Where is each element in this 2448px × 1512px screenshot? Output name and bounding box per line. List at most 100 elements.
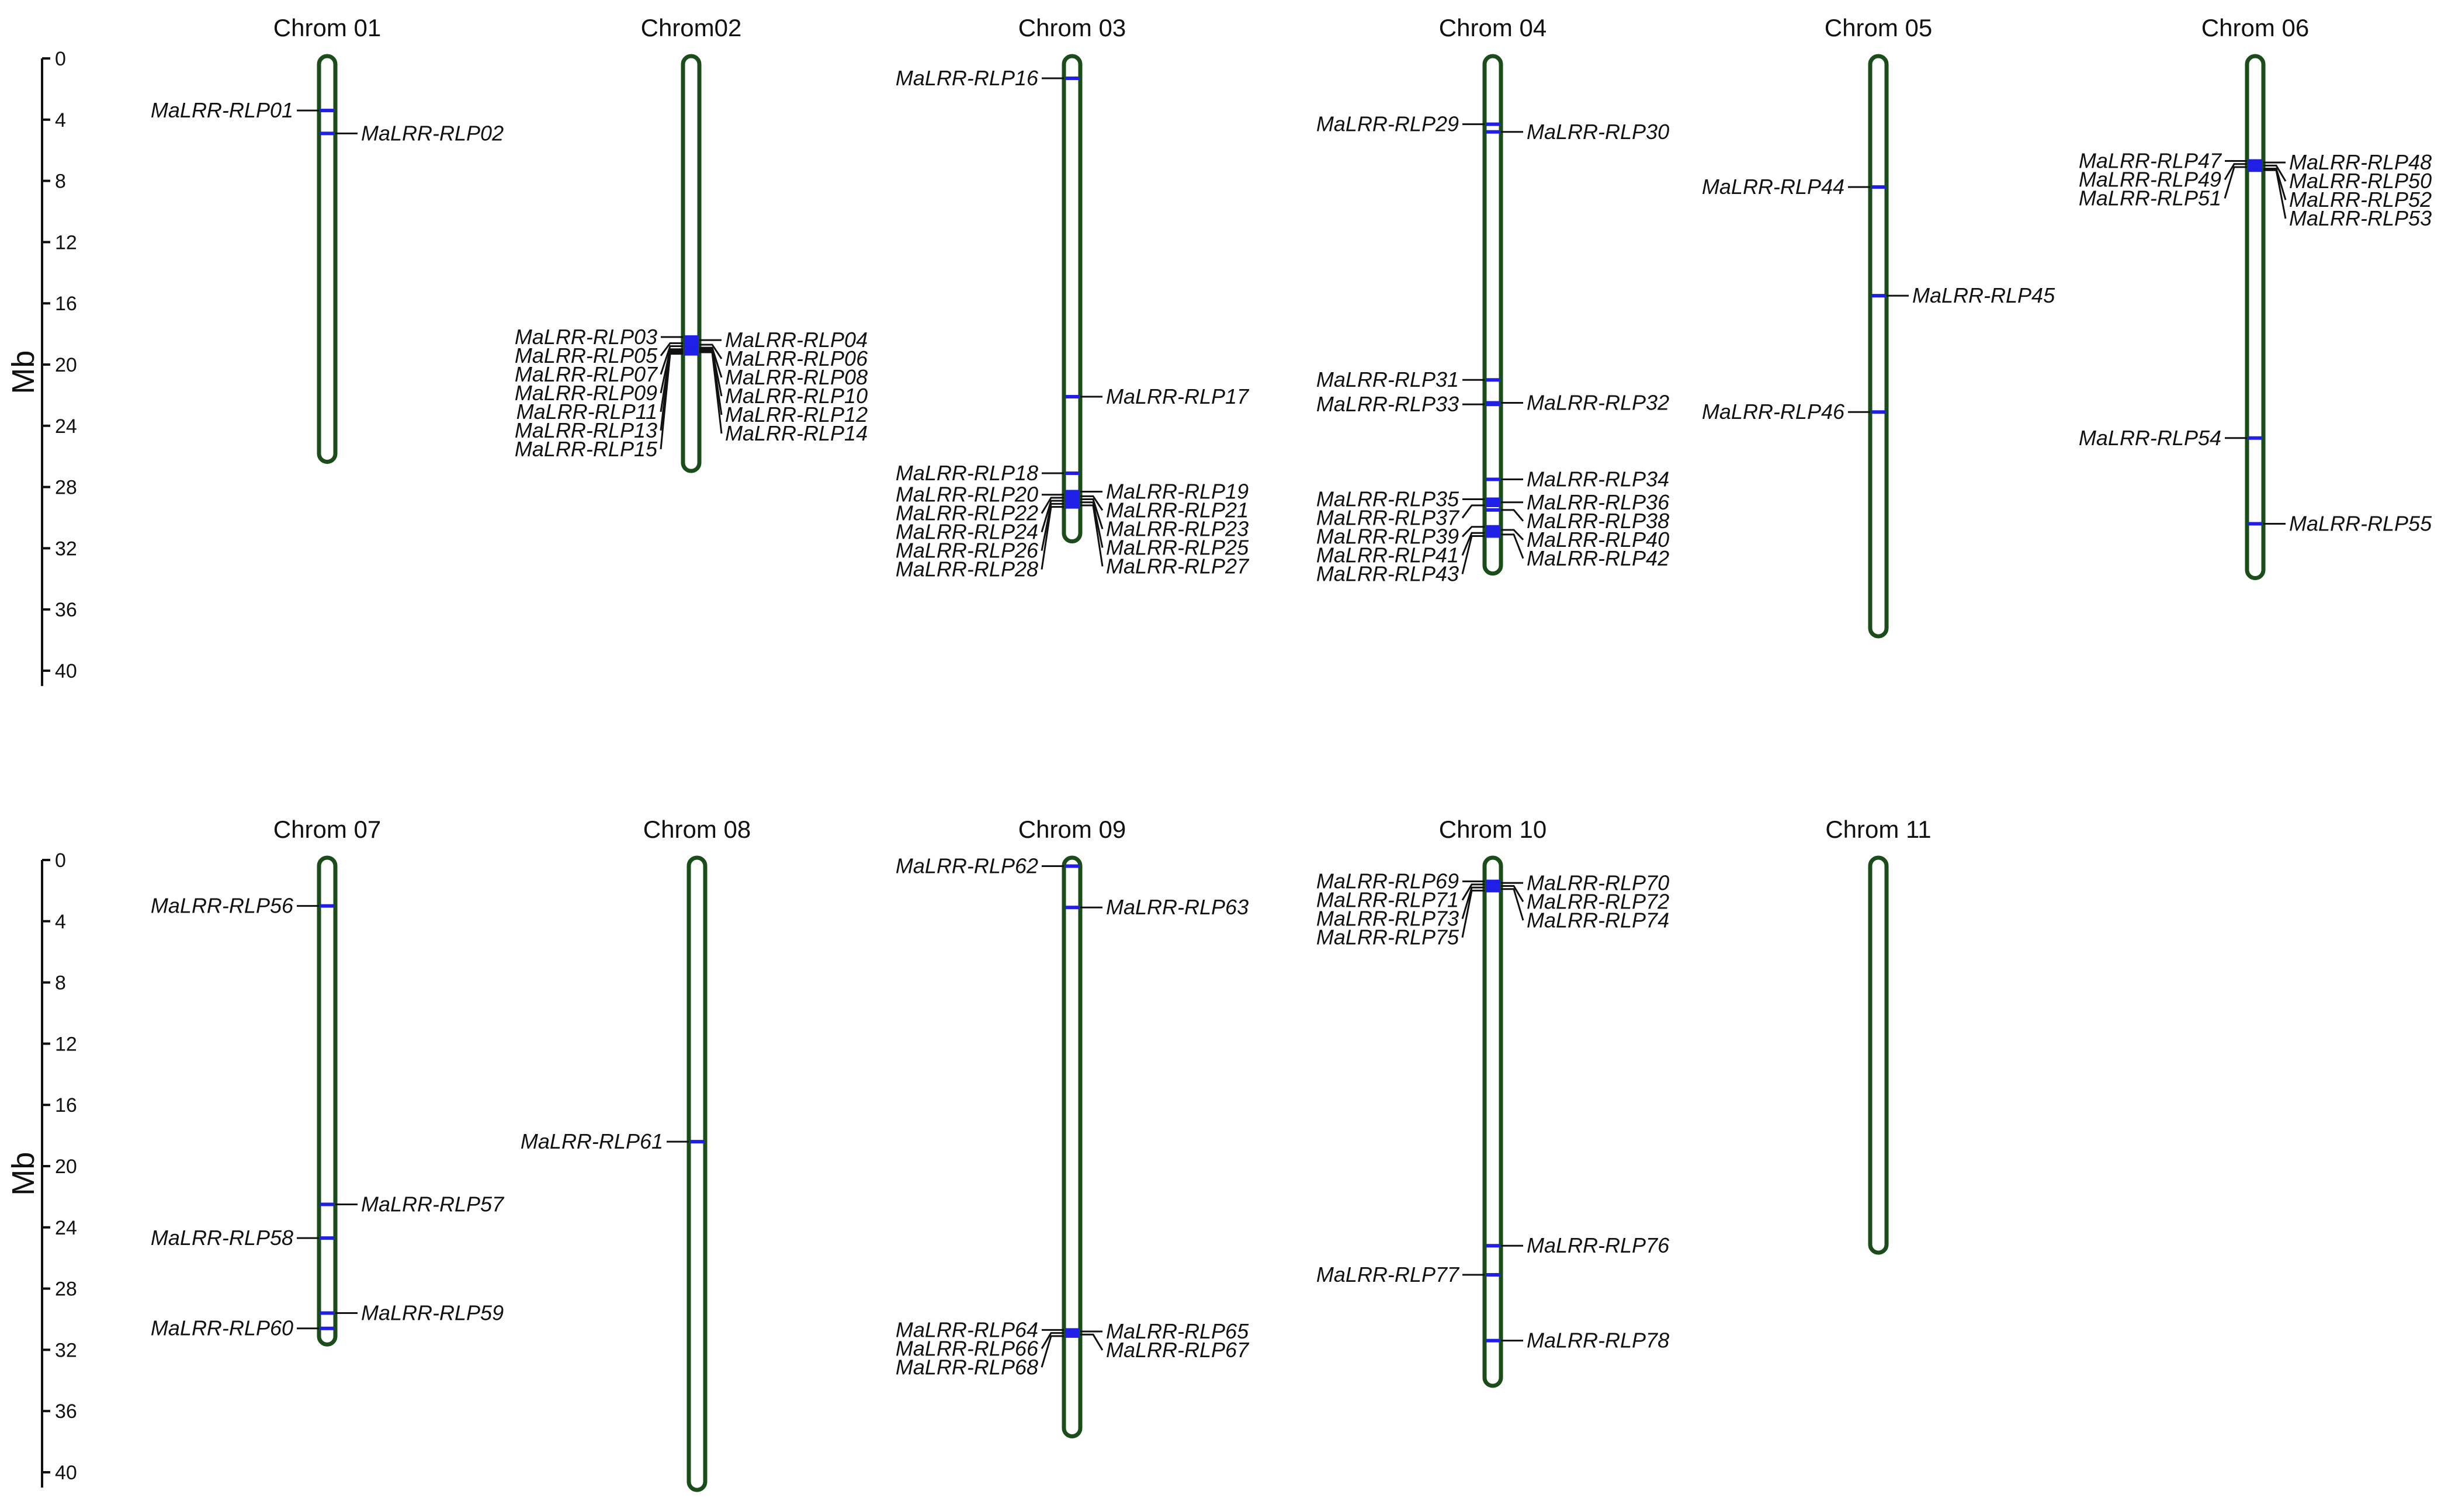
chromosome-chrom05: Chrom 05MaLRR-RLP44MaLRR-RLP46MaLRR-RLP4…	[1702, 14, 2055, 639]
gene-leader	[699, 349, 723, 415]
chromosome-chrom10: Chrom 10MaLRR-RLP69MaLRR-RLP71MaLRR-RLP7…	[1316, 816, 1670, 1388]
gene-label: MaLRR-RLP23	[1106, 516, 1249, 540]
gene-leader	[660, 342, 683, 356]
chromosome-title: Chrom02	[641, 14, 742, 41]
chromosome-body	[1868, 54, 1889, 639]
gene-label: MaLRR-RLP13	[515, 418, 657, 442]
gene-label: MaLRR-RLP03	[515, 325, 657, 349]
gene-label: MaLRR-RLP48	[2289, 150, 2432, 174]
axis-tick-label: 8	[55, 171, 66, 193]
chromosome-chrom11: Chrom 11	[1825, 816, 1932, 1255]
gene-label: MaLRR-RLP29	[1316, 112, 1459, 136]
gene-leader	[1041, 1335, 1064, 1368]
gene-leader	[1501, 885, 1524, 903]
gene-label: MaLRR-RLP36	[1527, 490, 1670, 514]
gene-label: MaLRR-RLP54	[2079, 426, 2221, 450]
gene-label: MaLRR-RLP15	[515, 437, 658, 461]
chromosome-body	[681, 54, 702, 473]
gene-label: MaLRR-RLP52	[2289, 188, 2432, 211]
gene-label: MaLRR-RLP65	[1106, 1319, 1249, 1343]
gene-label: MaLRR-RLP30	[1527, 120, 1669, 144]
gene-label: MaLRR-RLP45	[1912, 283, 2055, 307]
gene-label: MaLRR-RLP20	[896, 483, 1038, 507]
gene-leader	[1080, 498, 1104, 529]
gene-label: MaLRR-RLP14	[725, 421, 868, 445]
axis-tick-label: 40	[55, 1462, 77, 1484]
gene-label: MaLRR-RLP02	[361, 121, 504, 145]
axis-tick-label: 20	[55, 1156, 77, 1178]
axes-layer: 0481216202428323640Mb0481216202428323640…	[6, 48, 77, 1488]
gene-label: MaLRR-RLP67	[1106, 1338, 1250, 1362]
chromosome-body	[686, 855, 708, 1492]
gene-label: MaLRR-RLP06	[725, 346, 868, 370]
gene-leader	[1501, 509, 1524, 522]
gene-label: MaLRR-RLP77	[1316, 1263, 1460, 1286]
gene-label: MaLRR-RLP53	[2289, 206, 2432, 230]
gene-label: MaLRR-RLP21	[1106, 498, 1249, 522]
gene-label: MaLRR-RLP38	[1527, 509, 1669, 533]
gene-label: MaLRR-RLP39	[1316, 525, 1459, 549]
chromosome-title: Chrom 09	[1018, 816, 1126, 843]
axis-tick-label: 32	[55, 1339, 77, 1361]
gene-leader	[699, 348, 723, 397]
gene-label: MaLRR-RLP55	[2289, 511, 2432, 535]
chromosome-chrom03: Chrom 03MaLRR-RLP16MaLRR-RLP18MaLRR-RLP2…	[896, 14, 1250, 581]
gene-label: MaLRR-RLP56	[151, 894, 294, 918]
gene-leader	[1461, 883, 1485, 901]
gene-leader	[2263, 164, 2287, 182]
chromosome-chrom09: Chrom 09MaLRR-RLP62MaLRR-RLP64MaLRR-RLP6…	[896, 816, 1250, 1438]
gene-leader	[1041, 502, 1064, 551]
gene-leader	[1080, 504, 1104, 567]
gene-label: MaLRR-RLP75	[1316, 925, 1459, 949]
gene-label: MaLRR-RLP08	[725, 365, 868, 389]
gene-label: MaLRR-RLP24	[896, 520, 1038, 544]
gene-label: MaLRR-RLP01	[151, 98, 293, 122]
gene-label: MaLRR-RLP62	[896, 854, 1038, 878]
gene-label: MaLRR-RLP33	[1316, 392, 1459, 416]
gene-label: MaLRR-RLP32	[1527, 391, 1669, 415]
gene-label: MaLRR-RLP68	[896, 1355, 1038, 1379]
gene-label: MaLRR-RLP72	[1527, 889, 1669, 913]
gene-label: MaLRR-RLP76	[1527, 1233, 1670, 1257]
axis-title: Mb	[6, 1152, 41, 1196]
gene-leader	[699, 344, 723, 359]
chromosome-chrom07: Chrom 07MaLRR-RLP56MaLRR-RLP58MaLRR-RLP6…	[151, 816, 505, 1347]
gene-label: MaLRR-RLP71	[1316, 888, 1459, 912]
gene-label: MaLRR-RLP63	[1106, 895, 1249, 919]
axis-tick-label: 16	[55, 1094, 77, 1116]
gene-label: MaLRR-RLP31	[1316, 367, 1459, 391]
chromosome-body	[317, 855, 338, 1347]
gene-label: MaLRR-RLP44	[1702, 175, 1844, 199]
gene-leader	[660, 348, 683, 394]
chromosome-body	[1482, 54, 1503, 576]
chromosome-title: Chrom 08	[643, 816, 751, 843]
chromosome-title: Chrom 04	[1439, 14, 1547, 41]
chromosome-title: Chrom 06	[2201, 14, 2309, 41]
gene-label: MaLRR-RLP11	[516, 400, 657, 424]
gene-label: MaLRR-RLP12	[725, 403, 868, 426]
chromosome-body	[317, 54, 338, 464]
gene-leader	[2224, 163, 2247, 181]
axis-tick-label: 12	[55, 231, 77, 254]
gene-label: MaLRR-RLP18	[896, 461, 1038, 485]
gene-label: MaLRR-RLP26	[896, 539, 1039, 563]
axis-tick-label: 24	[55, 1217, 77, 1239]
axis-tick-label: 4	[55, 911, 66, 933]
gene-leader	[2224, 166, 2247, 199]
gene-leader	[1041, 1332, 1064, 1350]
gene-label: MaLRR-RLP40	[1527, 528, 1669, 552]
chromosome-body	[1482, 855, 1503, 1388]
gene-leader	[699, 346, 723, 378]
axis-tick-label: 28	[55, 1278, 77, 1301]
gene-leader	[699, 351, 723, 434]
gene-label: MaLRR-RLP70	[1527, 871, 1669, 894]
chromosome-title: Chrom 01	[273, 14, 381, 41]
gene-label: MaLRR-RLP66	[896, 1336, 1039, 1360]
gene-leader	[1080, 1333, 1104, 1351]
gene-label: MaLRR-RLP58	[151, 1226, 293, 1250]
gene-label: MaLRR-RLP46	[1702, 400, 1845, 424]
